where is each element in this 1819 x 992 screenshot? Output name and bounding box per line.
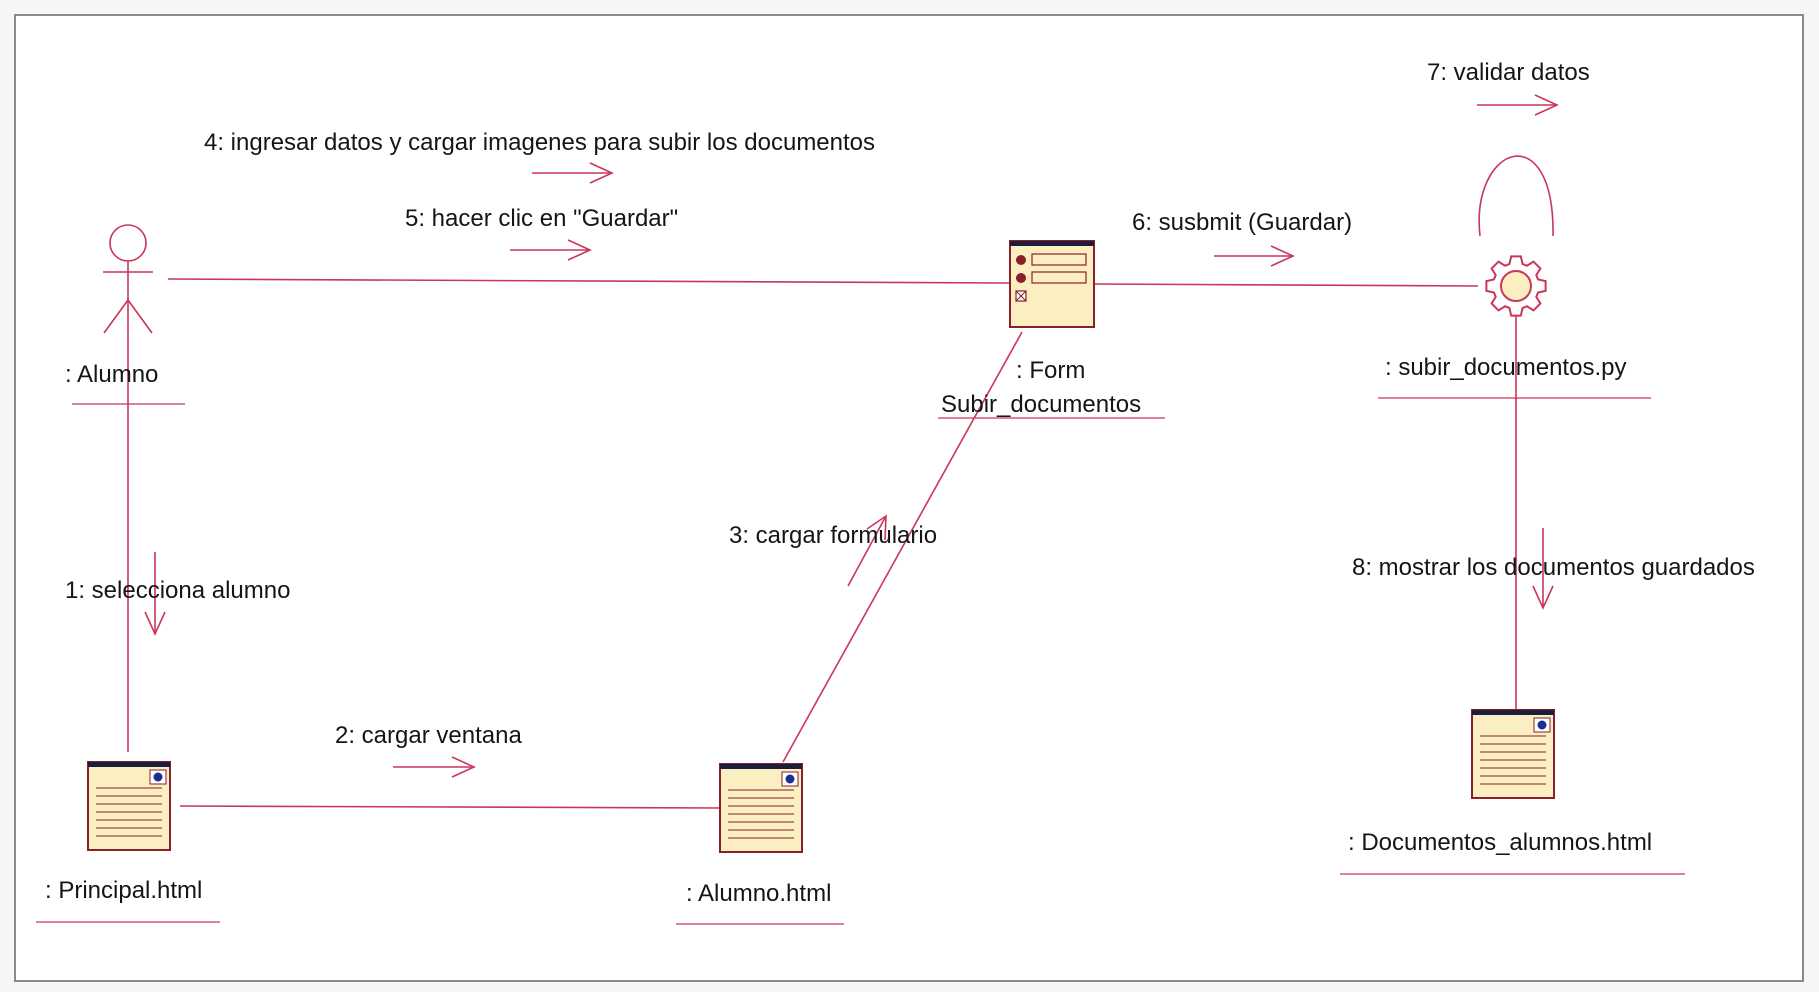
arrow-m1 (144, 552, 166, 636)
arrow-m6 (1214, 245, 1295, 267)
diagram-frame (14, 14, 1804, 982)
arrow-m4 (532, 162, 614, 184)
message-7-label: 7: validar datos (1427, 59, 1590, 86)
message-labels: 1: selecciona alumno 2: cargar ventana 3… (65, 59, 1755, 749)
message-2-label: 2: cargar ventana (335, 722, 522, 749)
arrow-m7 (1477, 94, 1559, 116)
message-arrows (144, 94, 1559, 778)
message-3-label: 3: cargar formulario (729, 522, 937, 549)
gear-hub (1500, 270, 1532, 302)
object-principal-html[interactable]: : Principal.html (36, 761, 220, 923)
form-label-line2: Subir_documentos (941, 391, 1141, 418)
message-5-label: 5: hacer clic en "Guardar" (405, 205, 678, 232)
link-alumnopage-form (782, 331, 1023, 763)
form-page-icon (1009, 240, 1095, 328)
link-alumno-form (167, 278, 1011, 284)
script-label: : subir_documentos.py (1385, 354, 1626, 381)
message-6-label: 6: susbmit (Guardar) (1132, 209, 1352, 236)
gear-icon (1485, 255, 1547, 317)
message-1-label: 1: selecciona alumno (65, 577, 290, 604)
arrow-m2 (393, 756, 476, 778)
message-4-label: 4: ingresar datos y cargar imagenes para… (204, 129, 875, 156)
object-alumno-html[interactable]: : Alumno.html (676, 763, 844, 925)
link-principal-alumnopage (179, 805, 721, 809)
object-subir-documentos-py[interactable]: : subir_documentos.py (1378, 255, 1651, 399)
principal-label: : Principal.html (45, 877, 202, 904)
documentos-label: : Documentos_alumnos.html (1348, 829, 1652, 856)
html-page-icon (1471, 709, 1555, 799)
alumno-page-label: : Alumno.html (686, 880, 831, 907)
message-8-label: 8: mostrar los documentos guardados (1352, 554, 1755, 581)
arrow-m5 (510, 239, 592, 261)
html-page-icon (719, 763, 803, 853)
arrow-m3 (847, 514, 887, 587)
stick-figure-icon (103, 224, 153, 334)
link-script-self (1478, 155, 1554, 237)
arrow-m8 (1532, 528, 1554, 610)
object-form-subir-documentos[interactable]: : Form Subir_documentos (938, 240, 1165, 419)
html-page-icon (87, 761, 171, 851)
actor-alumno[interactable]: : Alumno (65, 224, 185, 405)
form-label-line1: : Form (1016, 357, 1085, 384)
object-documentos-alumnos-html[interactable]: : Documentos_alumnos.html (1340, 709, 1685, 875)
links (127, 155, 1554, 809)
link-form-script (1093, 283, 1479, 287)
actor-alumno-label: : Alumno (65, 361, 158, 388)
